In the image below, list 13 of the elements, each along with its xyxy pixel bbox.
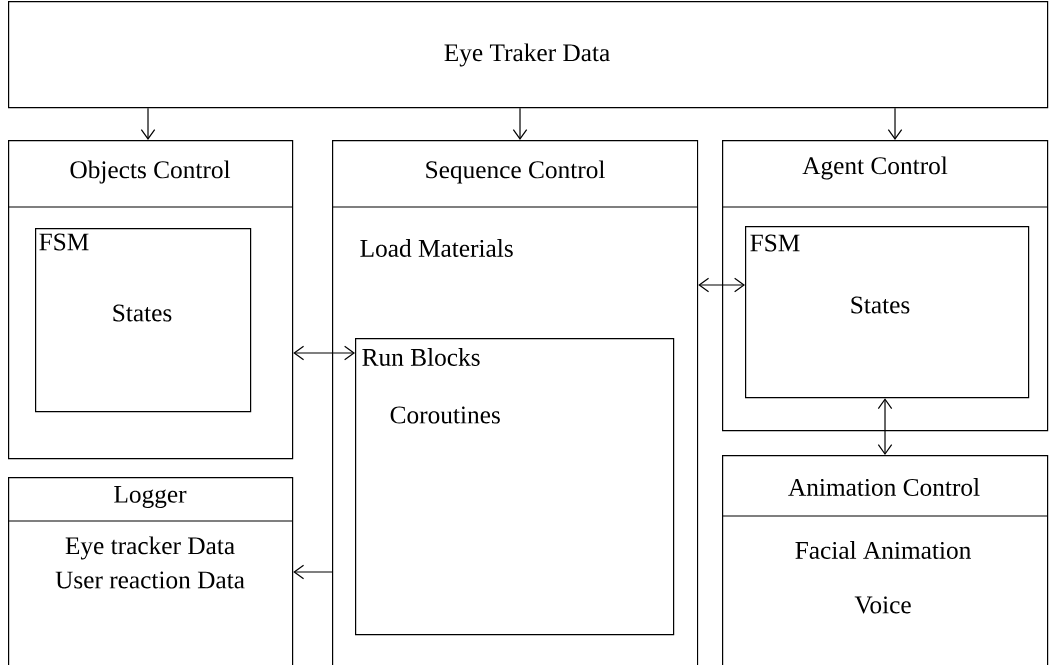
state-box: FSM States	[745, 226, 1030, 399]
arrow	[887, 107, 903, 140]
arrow	[293, 345, 355, 361]
process-box: Eye Traker Data	[8, 1, 1049, 109]
arrow	[512, 107, 528, 140]
process-box: Logger Eye tracker Data User reaction Data	[7, 477, 294, 665]
arrow	[877, 398, 893, 455]
state-box: FSM States	[35, 228, 252, 413]
arrow	[140, 107, 156, 140]
arrow	[293, 564, 333, 580]
arrow	[698, 277, 745, 293]
state-box: Run Blocks Coroutines	[355, 338, 675, 636]
process-box: Animation Control Facial Animation Voice	[721, 455, 1049, 665]
